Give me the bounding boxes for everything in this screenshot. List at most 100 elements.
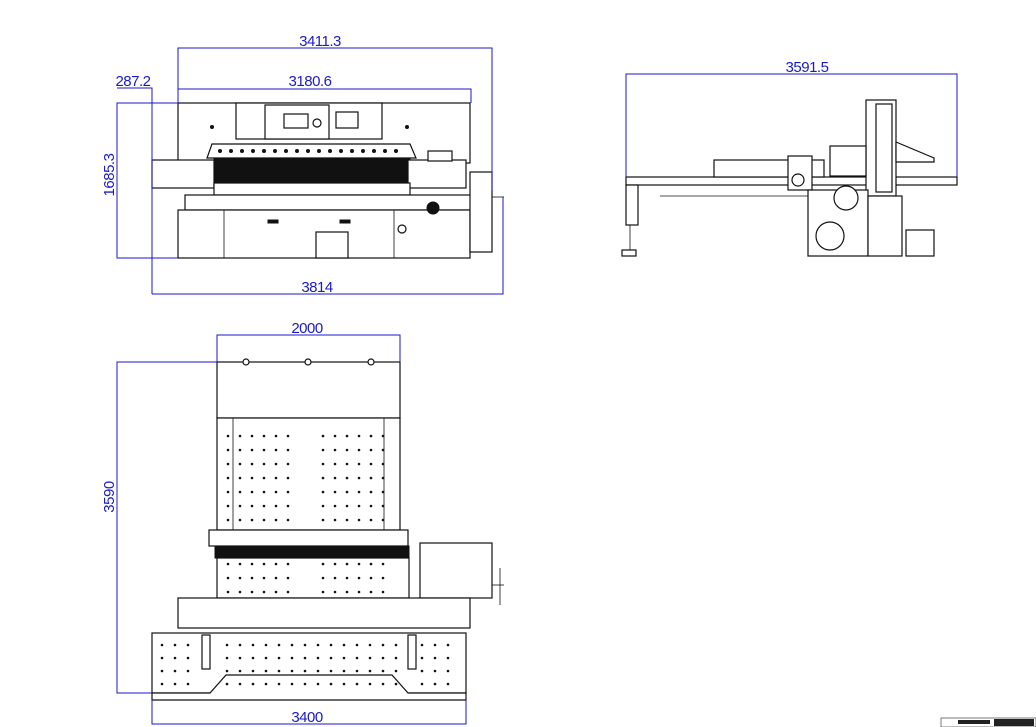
rivet-dot: [369, 576, 373, 580]
rivet-dot: [226, 448, 230, 452]
rivet-dot: [238, 682, 242, 686]
rivet-dot: [238, 576, 242, 580]
rivet-dot: [368, 643, 372, 647]
rivet-dot: [226, 590, 230, 594]
top-view: 2000 3590 3400: [101, 320, 504, 726]
rivet-dot: [321, 434, 325, 438]
rivet-dot: [369, 590, 373, 594]
rivet-dot: [420, 656, 424, 660]
rivet-dot: [274, 434, 278, 438]
rivet-dot: [277, 669, 281, 673]
rivet-dot: [250, 476, 254, 480]
rivet-dot: [316, 643, 320, 647]
rivet-dot: [369, 504, 373, 508]
rivet-dot: [286, 476, 290, 480]
rivet-dot: [345, 504, 349, 508]
rivet-dot: [361, 149, 365, 153]
rivet-dot: [333, 434, 337, 438]
rivet-dot: [357, 476, 361, 480]
rivet-dot: [277, 656, 281, 660]
rivet-dot: [369, 434, 373, 438]
rivet-dot: [329, 682, 333, 686]
rivet-dot: [333, 590, 337, 594]
rivet-dot: [226, 504, 230, 508]
rivet-dot: [262, 562, 266, 566]
rivet-dot: [381, 490, 385, 494]
dimension-depth: 3590: [101, 361, 217, 694]
rivet-dot: [262, 590, 266, 594]
dimension-label: 3400: [291, 709, 323, 726]
rivet-dot: [286, 490, 290, 494]
dimension-label: 287.2: [115, 73, 150, 90]
rivet-dot: [328, 149, 332, 153]
rivet-dot: [225, 656, 229, 660]
rivet-dot: [321, 462, 325, 466]
rivet-dot: [381, 656, 385, 660]
rivet-dot: [160, 669, 164, 673]
rivet-dot: [355, 682, 359, 686]
side-view: 3591.5: [621, 59, 958, 257]
rivet-dot: [420, 682, 424, 686]
rivet-dot: [250, 448, 254, 452]
rivet-dot: [342, 643, 346, 647]
rivet-dot: [321, 590, 325, 594]
dimension-label: 2000: [291, 320, 323, 337]
dimension-label: 3814: [301, 279, 333, 296]
rivet-dot: [381, 576, 385, 580]
rivet-dot: [274, 590, 278, 594]
rivet-dot: [316, 682, 320, 686]
rivet-dot: [369, 490, 373, 494]
rivet-dot: [250, 562, 254, 566]
rivet-dot: [345, 562, 349, 566]
rivet-dot: [226, 462, 230, 466]
rivet-dot: [394, 643, 398, 647]
rivet-dot: [345, 518, 349, 522]
rivet-dot: [173, 656, 177, 660]
rivet-dot: [274, 576, 278, 580]
rivet-dot: [446, 682, 450, 686]
rivet-dot: [368, 682, 372, 686]
rivet-dot: [369, 518, 373, 522]
rivet-dot: [368, 656, 372, 660]
rivet-dot: [420, 669, 424, 673]
rivet-dot: [238, 562, 242, 566]
rivet-dot: [286, 448, 290, 452]
rivet-dot: [316, 656, 320, 660]
rivet-dot: [345, 434, 349, 438]
front-view-machine: [151, 102, 504, 259]
rivet-dot: [357, 518, 361, 522]
rivet-dot: [394, 656, 398, 660]
rivet-dot: [433, 643, 437, 647]
rivet-dot: [240, 149, 244, 153]
rivet-dot: [333, 562, 337, 566]
dimension-length: 3591.5: [625, 59, 958, 177]
rivet-dot: [250, 504, 254, 508]
rivet-dot: [264, 682, 268, 686]
rivet-dot: [345, 476, 349, 480]
rivet-dot: [383, 149, 387, 153]
rivet-dot: [262, 504, 266, 508]
front-view: 3411.3 3180.6 287.2 1685.3 3814: [101, 33, 504, 296]
rivet-dot: [357, 434, 361, 438]
rivet-dot: [333, 576, 337, 580]
rivet-dot: [262, 476, 266, 480]
rivet-dot: [355, 643, 359, 647]
rivet-dot: [238, 643, 242, 647]
rivet-dot: [160, 682, 164, 686]
rivet-dot: [264, 656, 268, 660]
rivet-dot: [226, 562, 230, 566]
rivet-dot: [321, 518, 325, 522]
rivet-dot: [303, 669, 307, 673]
rivet-dot: [277, 682, 281, 686]
rivet-dot: [321, 490, 325, 494]
rivet-dot: [381, 462, 385, 466]
rivet-dot: [264, 669, 268, 673]
title-block: [940, 717, 1036, 727]
rivet-dot: [381, 476, 385, 480]
rivet-dot: [225, 669, 229, 673]
rivet-dot: [303, 656, 307, 660]
rivet-dot: [250, 590, 254, 594]
rivet-dot: [274, 518, 278, 522]
rivet-dot: [186, 682, 190, 686]
rivet-dot: [229, 149, 233, 153]
